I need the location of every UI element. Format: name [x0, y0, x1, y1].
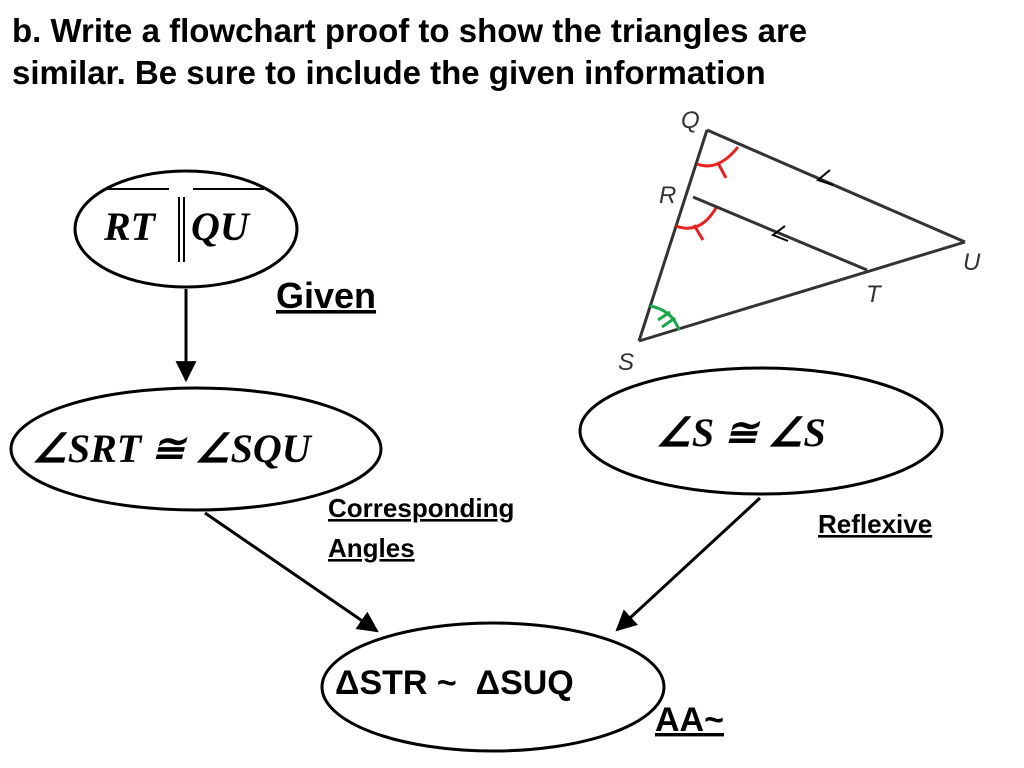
angle-tick-S-1	[657, 310, 671, 322]
segment-RT-label: RT	[103, 204, 157, 249]
given-node	[73, 169, 299, 289]
instruction-line-1: b. Write a flowchart proof to show the t…	[12, 12, 808, 49]
angle-mark-Q	[696, 146, 740, 168]
angle-mark-R	[675, 207, 718, 230]
reason-corresponding-line-1: Corresponding	[328, 493, 514, 523]
segment-RT	[692, 195, 868, 272]
reflexive-step-node	[578, 366, 944, 496]
segment-QU-label: QU	[191, 204, 251, 249]
point-label-T: T	[866, 281, 883, 308]
reason-reflexive: Reflexive	[818, 509, 932, 539]
instruction-heading: b. Write a flowchart proof to show the t…	[12, 10, 1012, 94]
triangle-figure	[637, 128, 966, 343]
reason-corresponding-line-2: Angles	[328, 533, 415, 563]
conclusion-statement: ΔSTR ~ ΔSUQ	[335, 664, 574, 702]
instruction-line-2: similar. Be sure to include the given in…	[12, 54, 766, 91]
arrow-angles-to-conclusion	[204, 511, 379, 633]
parallel-arrow-RT	[770, 225, 789, 242]
parallel-arrow-QU	[815, 169, 834, 186]
angle-tick-R	[692, 224, 705, 241]
given-statement: RT QU	[103, 188, 264, 262]
segment-SQ	[637, 129, 709, 342]
angle-tick-S-2	[661, 316, 676, 329]
reflexive-step-statement: ∠S ≅ ∠S	[656, 410, 826, 455]
point-label-Q: Q	[681, 107, 700, 134]
reason-aa-similarity: AA~	[655, 701, 724, 739]
conclusion-node	[320, 621, 666, 753]
point-label-R: R	[659, 182, 676, 209]
angle-step-statement: ∠SRT ≅ ∠SQU	[32, 426, 313, 471]
point-label-S: S	[618, 349, 634, 376]
angle-step-node	[9, 386, 383, 512]
figure-point-labels: Q R S T U	[618, 107, 981, 376]
angle-tick-Q	[716, 162, 728, 179]
segment-SU	[638, 240, 966, 343]
arrow-reflexive-to-conclusion	[615, 496, 762, 632]
reason-given: Given	[276, 275, 376, 316]
segment-QU	[706, 128, 966, 244]
point-label-U: U	[963, 249, 981, 276]
